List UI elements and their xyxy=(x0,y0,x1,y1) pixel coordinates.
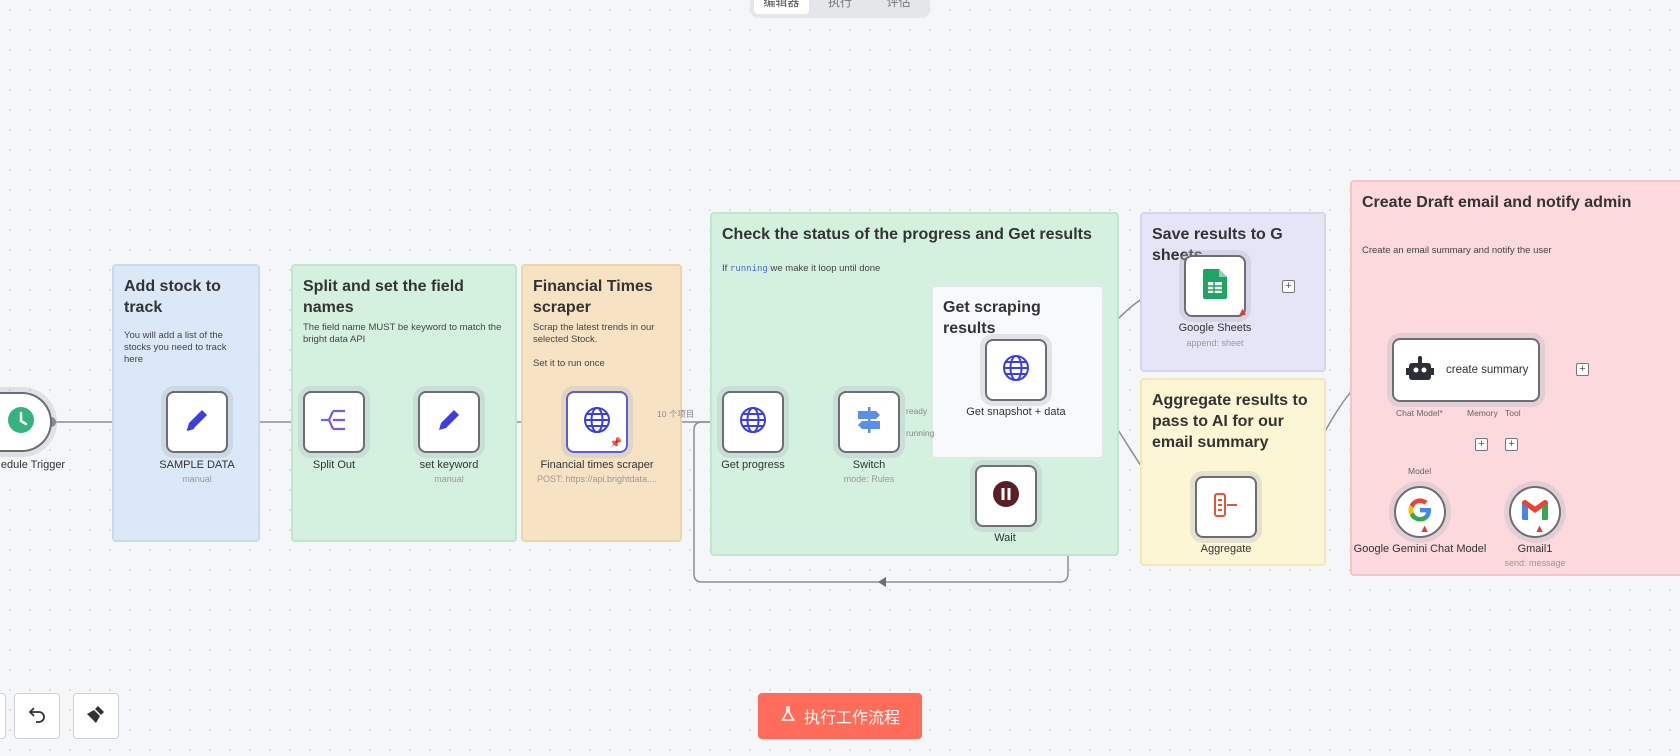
gmail-icon xyxy=(1522,499,1548,525)
aggregate-node[interactable] xyxy=(1195,476,1257,538)
warning-icon: ▲ xyxy=(1237,306,1248,318)
tab-editor[interactable]: 编辑器 xyxy=(754,0,809,14)
node-label: Aggregate xyxy=(1200,543,1252,555)
node-label: Get snapshot + data xyxy=(966,406,1066,418)
sticky-title: Aggregate results to pass to AI for our … xyxy=(1152,392,1308,451)
schedule-trigger-node[interactable] xyxy=(0,392,52,452)
sticky-title: Financial Times scraper xyxy=(533,278,653,316)
wait-node[interactable] xyxy=(975,465,1037,527)
sticky-text: If running we make it loop until done xyxy=(722,263,1107,275)
split-icon xyxy=(319,405,349,440)
partial-control-button[interactable] xyxy=(0,693,6,739)
agent-label: create summary xyxy=(1446,364,1529,376)
text-suffix: we make it loop until done xyxy=(767,263,881,274)
sticky-text: The field name MUST be keyword to match … xyxy=(303,322,502,345)
sticky-title: Check the status of the progress and Get… xyxy=(722,226,1092,243)
node-subtitle: append: sheet xyxy=(1186,338,1244,348)
port-memory-label: Memory xyxy=(1467,408,1498,418)
node-label: Get progress xyxy=(721,459,785,471)
node-label: set keyword xyxy=(419,459,479,471)
sticky-text: Scrap the latest trends in our selected … xyxy=(533,322,655,345)
edge-running-label: running xyxy=(906,428,935,438)
ft-scraper-node[interactable]: 📌 xyxy=(566,391,628,453)
node-label: Financial times scraper xyxy=(540,459,654,471)
sticky-title: Get scraping results xyxy=(943,299,1041,337)
split-out-node[interactable] xyxy=(303,391,365,453)
node-label: Google Gemini Chat Model xyxy=(1353,543,1487,555)
node-subtitle: manual xyxy=(182,474,212,484)
switch-node[interactable] xyxy=(838,391,900,453)
node-label: edule Trigger xyxy=(0,459,66,471)
edge-items-label: 10 个项目 xyxy=(657,409,695,419)
node-subtitle: mode: Rules xyxy=(843,474,895,484)
clock-icon xyxy=(7,406,35,439)
text-prefix: If xyxy=(722,263,730,274)
sticky-title: Split and set the field names xyxy=(303,278,464,316)
node-label: Google Sheets xyxy=(1178,322,1252,334)
set-keyword-node[interactable] xyxy=(418,391,480,453)
google-icon xyxy=(1407,497,1433,528)
globe-icon xyxy=(582,405,612,440)
sheets-icon xyxy=(1203,268,1227,304)
pause-icon xyxy=(992,480,1020,513)
add-memory-button[interactable]: + xyxy=(1475,438,1488,451)
sticky-title: Create Draft email and notify admin xyxy=(1362,194,1632,211)
node-label: SAMPLE DATA xyxy=(159,459,235,471)
add-tool-button[interactable]: + xyxy=(1505,438,1518,451)
broom-icon xyxy=(86,704,106,729)
node-subtitle: send: message xyxy=(1504,558,1566,568)
node-label: Wait xyxy=(994,532,1016,544)
node-subtitle: manual xyxy=(434,474,464,484)
undo-icon xyxy=(28,705,46,728)
get-snapshot-node[interactable] xyxy=(985,339,1047,401)
pencil-icon xyxy=(182,405,212,440)
port-tool-label: Tool xyxy=(1505,408,1521,418)
execute-label: 执行工作流程 xyxy=(803,710,900,727)
robot-icon xyxy=(1406,355,1434,385)
tab-executions[interactable]: 执行 xyxy=(828,0,853,9)
get-progress-node[interactable] xyxy=(722,391,784,453)
sticky-text-2: Set it to run once xyxy=(533,358,605,369)
warning-icon: ▲ xyxy=(1534,523,1545,535)
flask-icon xyxy=(780,705,796,727)
gemini-model-node[interactable]: ▲ xyxy=(1394,486,1446,538)
sticky-title: Add stock to track xyxy=(124,278,221,316)
add-node-button[interactable]: + xyxy=(1576,363,1589,376)
view-tabs: 编辑器 执行 评估 xyxy=(750,0,930,18)
clear-execution-button[interactable] xyxy=(73,693,119,739)
sample-data-node[interactable] xyxy=(166,391,228,453)
globe-icon xyxy=(1001,353,1031,388)
node-label: Switch xyxy=(852,459,886,471)
sticky-text: Create an email summary and notify the u… xyxy=(1362,245,1552,256)
pin-icon: 📌 xyxy=(609,438,622,449)
edge-ready-label: ready xyxy=(906,406,928,416)
signpost-icon xyxy=(854,405,884,440)
node-label: Split Out xyxy=(312,459,356,471)
warning-icon: ▲ xyxy=(1419,523,1430,535)
globe-icon xyxy=(738,405,768,440)
port-chat-model-label: Chat Model* xyxy=(1396,408,1443,418)
undo-button[interactable] xyxy=(14,693,60,739)
code-running: running xyxy=(729,264,768,274)
execute-workflow-button[interactable]: 执行工作流程 xyxy=(758,693,922,739)
node-label: Gmail1 xyxy=(1517,543,1553,555)
add-node-button[interactable]: + xyxy=(1282,280,1295,293)
pencil-icon xyxy=(434,405,464,440)
create-summary-node[interactable]: create summary xyxy=(1392,338,1540,402)
tab-evaluations[interactable]: 评估 xyxy=(886,0,911,9)
gmail-node[interactable]: ▲ xyxy=(1509,486,1561,538)
aggregate-icon xyxy=(1211,490,1241,525)
port-model-label: Model xyxy=(1408,466,1432,476)
google-sheets-node[interactable]: ▲ xyxy=(1184,255,1248,318)
node-subtitle: POST: https://api.brightdata.... xyxy=(536,474,658,484)
sticky-text: You will add a list of the stocks you ne… xyxy=(124,330,227,365)
